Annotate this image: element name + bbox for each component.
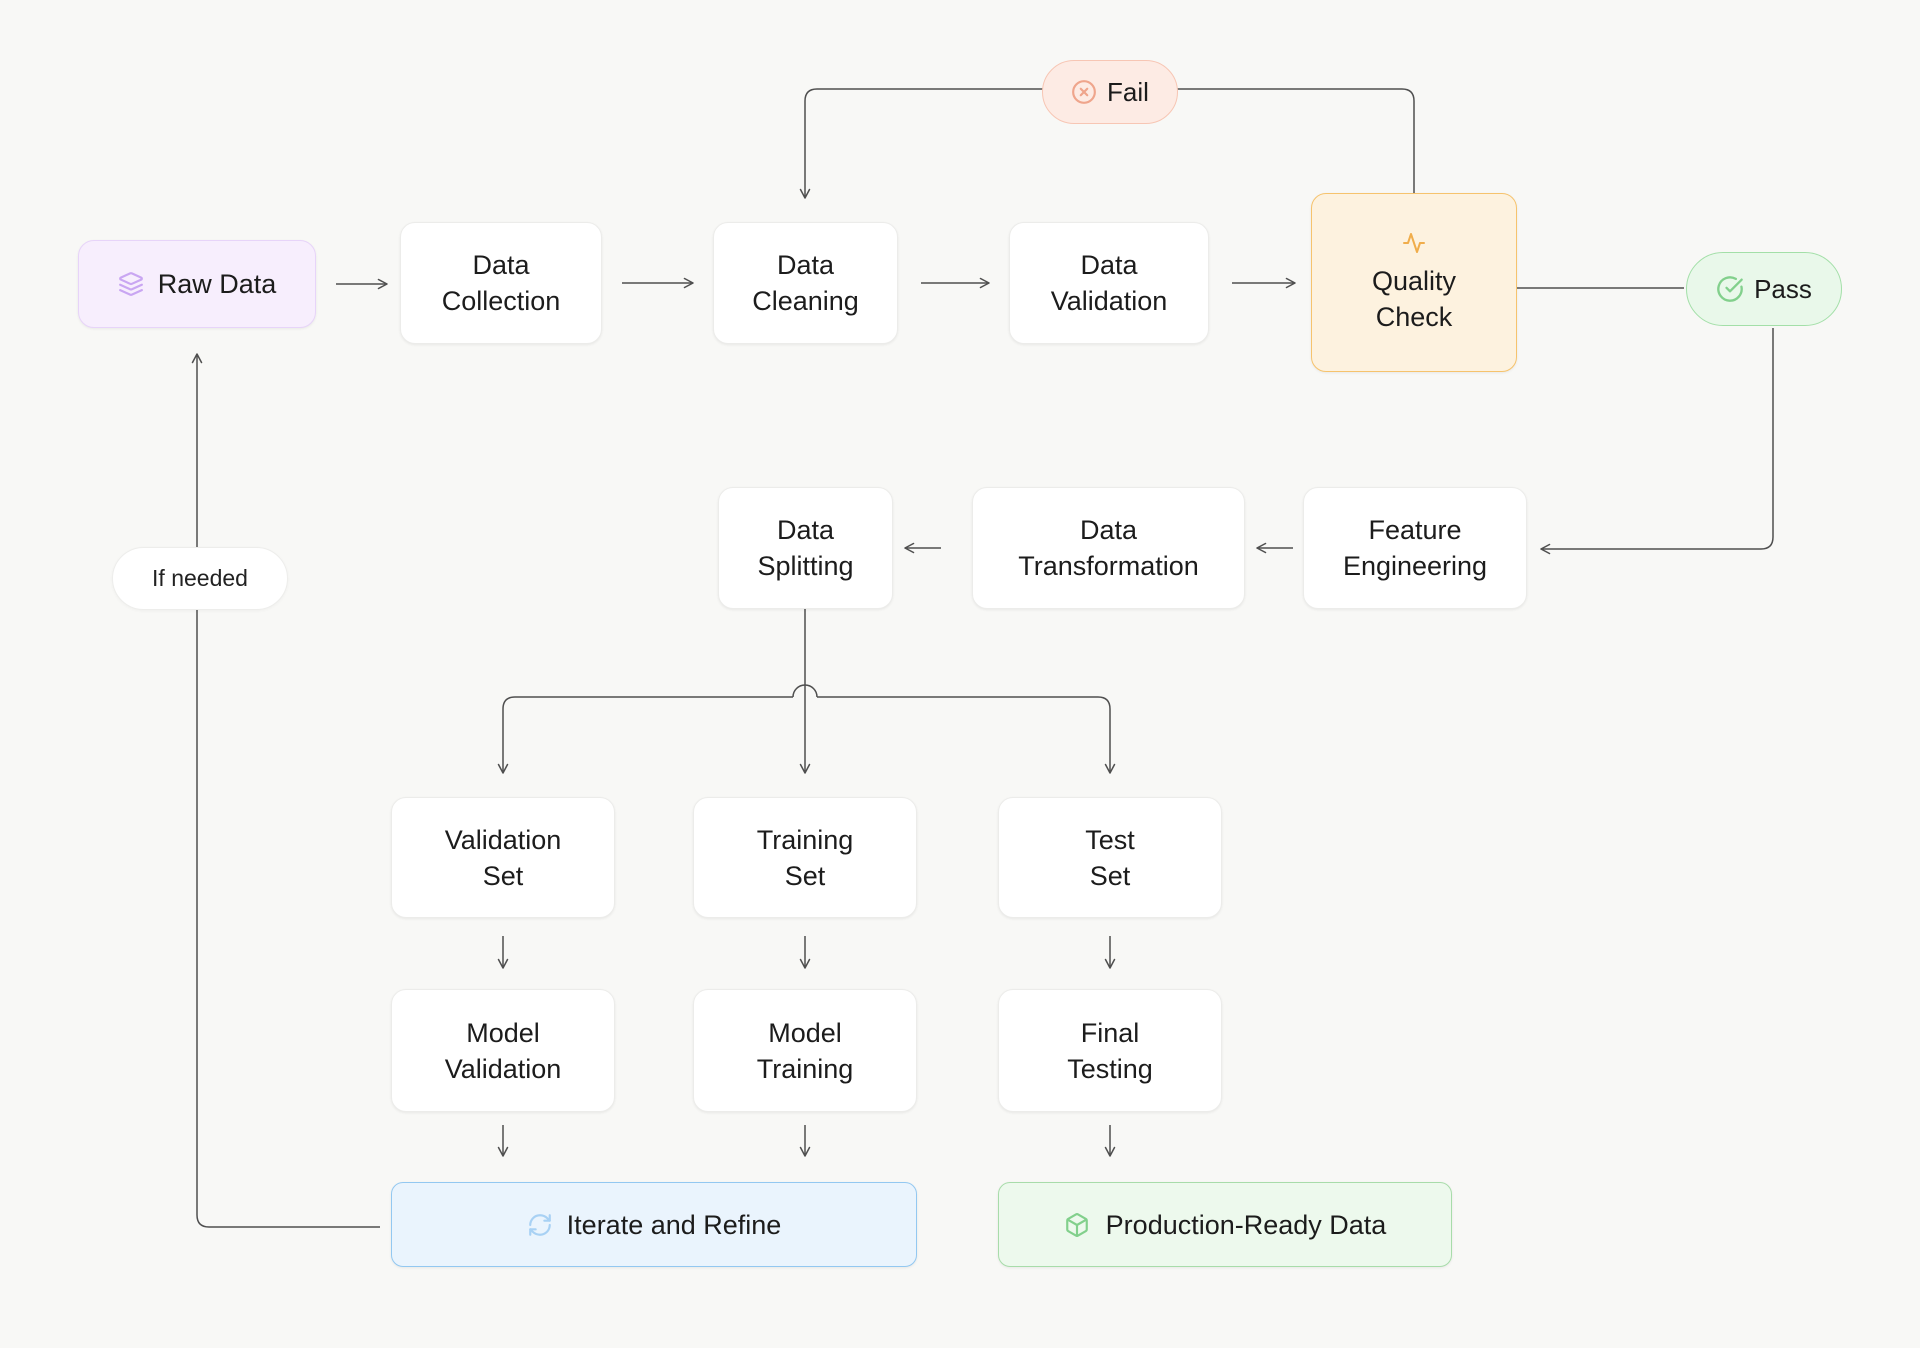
node-label: Raw Data [157, 269, 277, 299]
layers-icon [118, 271, 144, 297]
node-final-testing[interactable]: Final Testing [998, 989, 1222, 1112]
refresh-icon [527, 1212, 553, 1238]
node-label: Data Splitting [757, 515, 854, 581]
node-label: Data Cleaning [752, 250, 859, 316]
activity-icon [1402, 231, 1426, 255]
node-feature-engineering[interactable]: Feature Engineering [1303, 487, 1527, 609]
node-data-transformation[interactable]: Data Transformation [972, 487, 1245, 609]
node-iterate-and-refine[interactable]: Iterate and Refine [391, 1182, 917, 1267]
node-label: Data Transformation [1018, 515, 1199, 581]
badge-label: Pass [1754, 273, 1812, 304]
badge-pass: Pass [1686, 252, 1842, 326]
node-label: Data Validation [1050, 250, 1168, 316]
node-model-validation[interactable]: Model Validation [391, 989, 615, 1112]
badge-label: Fail [1107, 76, 1149, 107]
node-label: Model Validation [444, 1017, 562, 1084]
node-validation-set[interactable]: Validation Set [391, 797, 615, 918]
node-label: Model Training [756, 1017, 854, 1084]
node-quality-check[interactable]: Quality Check [1311, 193, 1517, 372]
node-test-set[interactable]: Test Set [998, 797, 1222, 918]
node-label: Data Collection [441, 250, 561, 316]
node-label: Quality Check [1371, 265, 1457, 332]
node-raw-data[interactable]: Raw Data [78, 240, 316, 328]
edge-splitting-testset [817, 696, 1116, 774]
node-training-set[interactable]: Training Set [693, 797, 917, 918]
badge-if-needed: If needed [112, 547, 288, 610]
node-label: Feature Engineering [1342, 515, 1488, 581]
node-model-training[interactable]: Model Training [693, 989, 917, 1112]
node-data-splitting[interactable]: Data Splitting [718, 487, 893, 609]
node-label: Validation Set [444, 824, 562, 891]
node-label: Test Set [1085, 824, 1135, 891]
edge-pass-feature [1540, 328, 1774, 555]
node-data-collection[interactable]: Data Collection [400, 222, 602, 344]
node-label: Final Testing [1067, 1017, 1153, 1084]
circle-x-icon [1071, 79, 1097, 105]
edge-iterate-rawdata-loop [191, 353, 380, 1228]
node-label: Training Set [756, 824, 854, 891]
node-label: Iterate and Refine [566, 1209, 782, 1240]
edge-branch-hop [792, 684, 818, 698]
box-icon [1064, 1212, 1090, 1238]
badge-fail: Fail [1042, 60, 1178, 124]
circle-check-icon [1716, 275, 1744, 303]
edge-splitting-validationset [497, 696, 793, 774]
node-label: Production-Ready Data [1105, 1209, 1387, 1240]
badge-label: If needed [152, 565, 248, 591]
node-data-cleaning[interactable]: Data Cleaning [713, 222, 898, 344]
node-production-ready-data[interactable]: Production-Ready Data [998, 1182, 1452, 1267]
node-data-validation[interactable]: Data Validation [1009, 222, 1209, 344]
